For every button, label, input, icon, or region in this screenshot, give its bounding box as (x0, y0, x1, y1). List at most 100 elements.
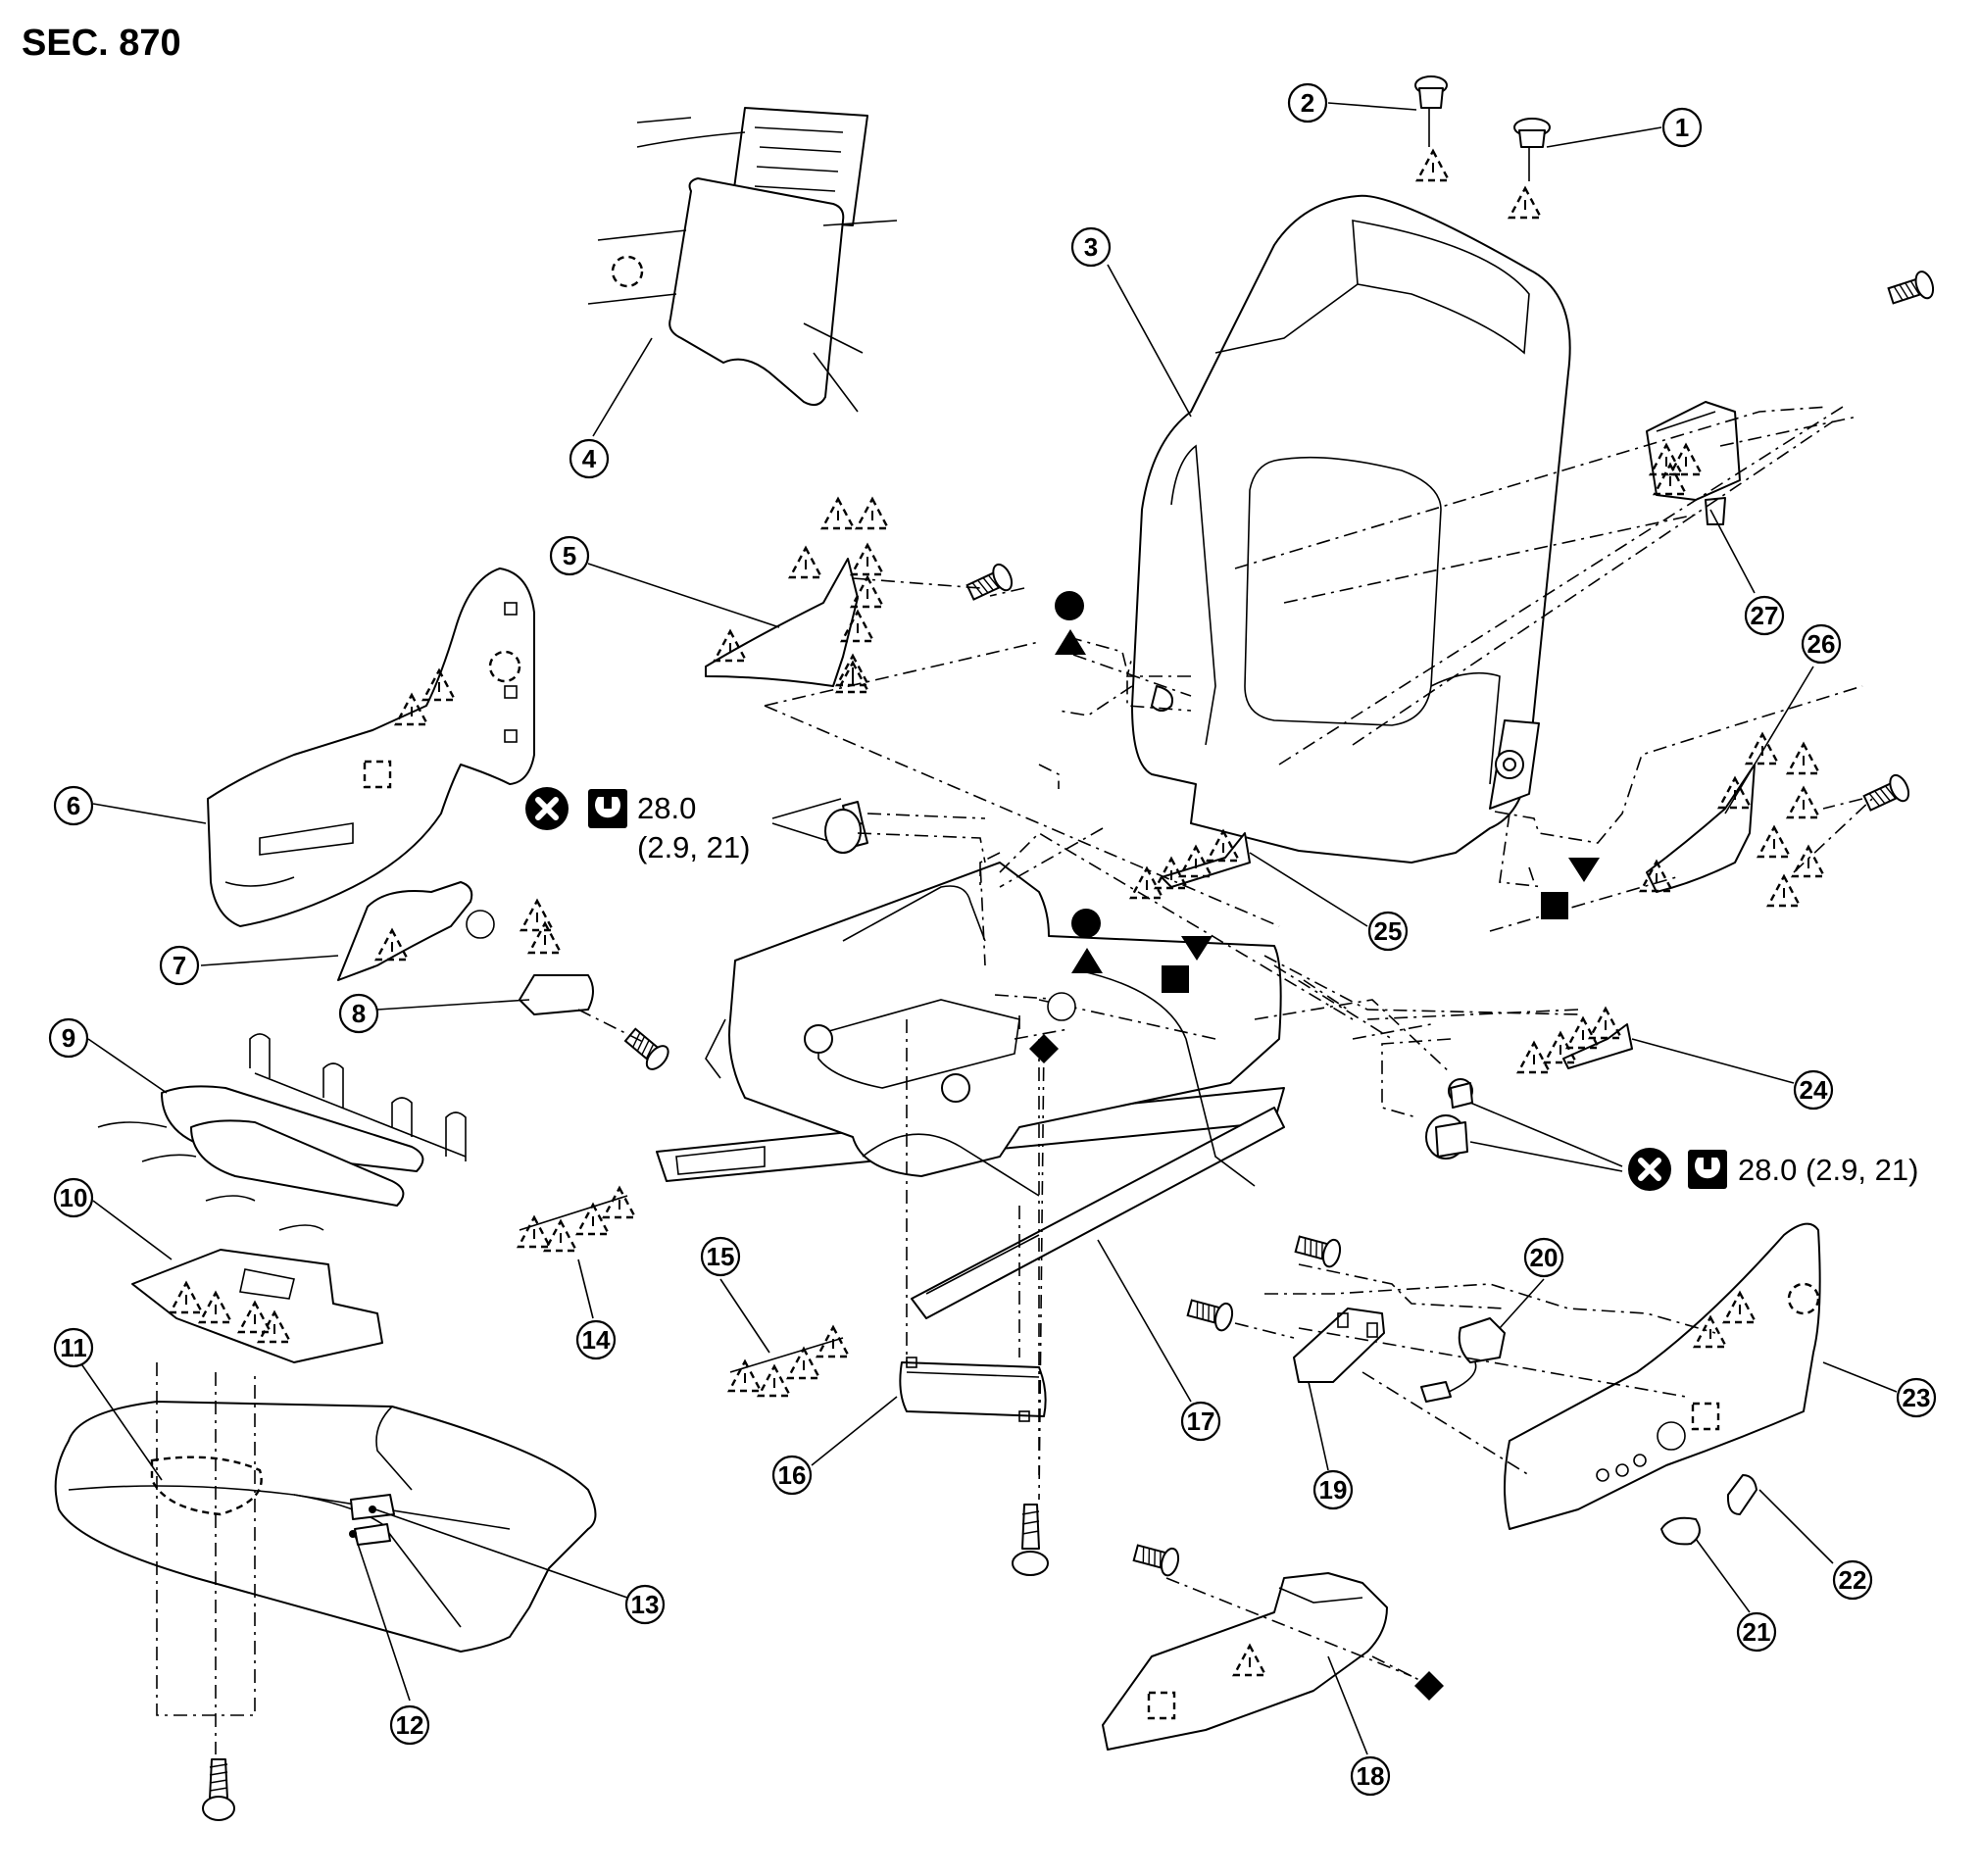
svg-text:11: 11 (60, 1333, 87, 1362)
torque-sub-left: (2.9, 21) (637, 830, 750, 864)
lower-trim-part-7 (337, 881, 473, 981)
clip-set-25 (1129, 829, 1251, 900)
seatback-side-cover-left (705, 497, 890, 694)
callout-16: 16 (771, 1455, 813, 1496)
seatback-side-cover-right (1639, 732, 1826, 908)
seat-frame-adjuster (656, 862, 1285, 1319)
torque-spec-left: 28.0 (2.9, 21) (525, 787, 750, 864)
bracket-part-8 (519, 899, 594, 1015)
symbol-triangle-up (1071, 948, 1103, 973)
seatback-heater-frame (587, 107, 898, 413)
switch-knob-20 (1420, 1317, 1506, 1403)
circle-x-icon (525, 787, 569, 830)
seatback-bolt-upper (1885, 268, 1938, 311)
svg-text:25: 25 (1374, 916, 1403, 946)
headrest-guide-2 (1414, 75, 1451, 182)
symbol-triangle-down (1181, 936, 1213, 961)
svg-text:21: 21 (1743, 1617, 1771, 1647)
svg-text:22: 22 (1839, 1565, 1867, 1595)
section-label: SEC. 870 (22, 23, 181, 64)
callout-9: 9 (48, 1017, 89, 1059)
symbol-triangle-down (1568, 858, 1600, 882)
svg-text:16: 16 (778, 1460, 807, 1490)
seatback-finisher (207, 568, 535, 927)
callout-6: 6 (53, 785, 94, 826)
svg-text:10: 10 (60, 1183, 88, 1212)
assembly-symbols (1029, 591, 1600, 1701)
torque-value-right: 28.0 (2.9, 21) (1738, 1153, 1918, 1187)
cover-screw-left (964, 561, 1016, 606)
callout-24: 24 (1793, 1069, 1834, 1111)
symbol-circle-open (1047, 992, 1076, 1021)
svg-text:2: 2 (1301, 88, 1314, 118)
svg-text:23: 23 (1903, 1383, 1931, 1412)
callout-27: 27 (1744, 595, 1785, 636)
callout-5: 5 (549, 535, 590, 576)
svg-text:27: 27 (1751, 601, 1779, 630)
callout-8: 8 (338, 993, 379, 1034)
callout-21: 21 (1736, 1611, 1777, 1653)
circle-x-icon (1628, 1148, 1671, 1191)
bolts-torque-left (824, 801, 868, 854)
callout-3: 3 (1070, 226, 1112, 268)
screw-part-18 (1131, 1538, 1182, 1579)
callout-11: 11 (53, 1327, 94, 1368)
clip-set-15 (727, 1325, 851, 1398)
clip-set-14 (517, 1186, 637, 1253)
symbol-triangle-up (1055, 629, 1086, 655)
svg-text:7: 7 (173, 951, 186, 980)
svg-text:20: 20 (1530, 1243, 1559, 1272)
torque-spec-right: 28.0 (2.9, 21) (1628, 1148, 1918, 1191)
callout-14: 14 (575, 1319, 617, 1360)
svg-text:17: 17 (1187, 1407, 1215, 1436)
svg-text:19: 19 (1319, 1475, 1348, 1505)
callout-7: 7 (159, 945, 200, 986)
torque-wrench-icon (1688, 1150, 1727, 1189)
callout-4: 4 (569, 438, 610, 479)
svg-text:5: 5 (563, 541, 576, 570)
screw-19a (1293, 1229, 1344, 1270)
torque-value-left: 28.0 (637, 791, 696, 825)
callout-10: 10 (53, 1177, 94, 1218)
bolts-torque-right (1425, 1078, 1473, 1160)
svg-text:8: 8 (352, 999, 366, 1028)
callout-13: 13 (624, 1584, 666, 1625)
callout-2: 2 (1287, 82, 1328, 123)
recliner-cover-bracket (1646, 401, 1741, 525)
svg-text:1: 1 (1675, 113, 1689, 142)
callout-15: 15 (700, 1236, 741, 1277)
power-seat-switch-19 (1293, 1308, 1385, 1383)
callout-25: 25 (1367, 911, 1409, 952)
clip-set-24 (1516, 1007, 1633, 1074)
torque-wrench-icon (588, 789, 627, 828)
callouts: 1 2 3 4 5 6 7 8 9 10 11 12 13 14 15 16 1… (48, 82, 1937, 1797)
svg-text:4: 4 (582, 444, 597, 473)
cover-screw-right (1860, 771, 1913, 816)
symbol-square-filled (1162, 965, 1189, 993)
symbol-diamond-filled (1414, 1671, 1444, 1701)
callout-18: 18 (1350, 1755, 1391, 1797)
cushion-bottom-screw (202, 1758, 235, 1821)
symbol-square-filled (1541, 892, 1568, 919)
svg-text:3: 3 (1084, 232, 1098, 262)
svg-text:15: 15 (707, 1242, 735, 1271)
svg-text:6: 6 (67, 791, 80, 820)
callout-17: 17 (1180, 1401, 1221, 1442)
seatback-assembly (1131, 194, 1571, 864)
knob-21 (1660, 1516, 1701, 1546)
callout-20: 20 (1523, 1237, 1564, 1278)
module-bolt (1012, 1504, 1049, 1576)
seat-spring-mat (97, 1033, 467, 1231)
callout-19: 19 (1312, 1469, 1354, 1510)
callout-12: 12 (389, 1704, 430, 1746)
svg-text:14: 14 (582, 1325, 611, 1355)
svg-text:18: 18 (1357, 1761, 1385, 1791)
headrest-guide-1 (1508, 118, 1551, 220)
svg-text:12: 12 (396, 1710, 424, 1740)
callout-23: 23 (1896, 1377, 1937, 1418)
screw-19b (1185, 1293, 1236, 1334)
symbol-circle-filled (1071, 909, 1101, 938)
symbol-circle-open (466, 910, 495, 939)
symbol-circle-filled (1055, 591, 1084, 620)
